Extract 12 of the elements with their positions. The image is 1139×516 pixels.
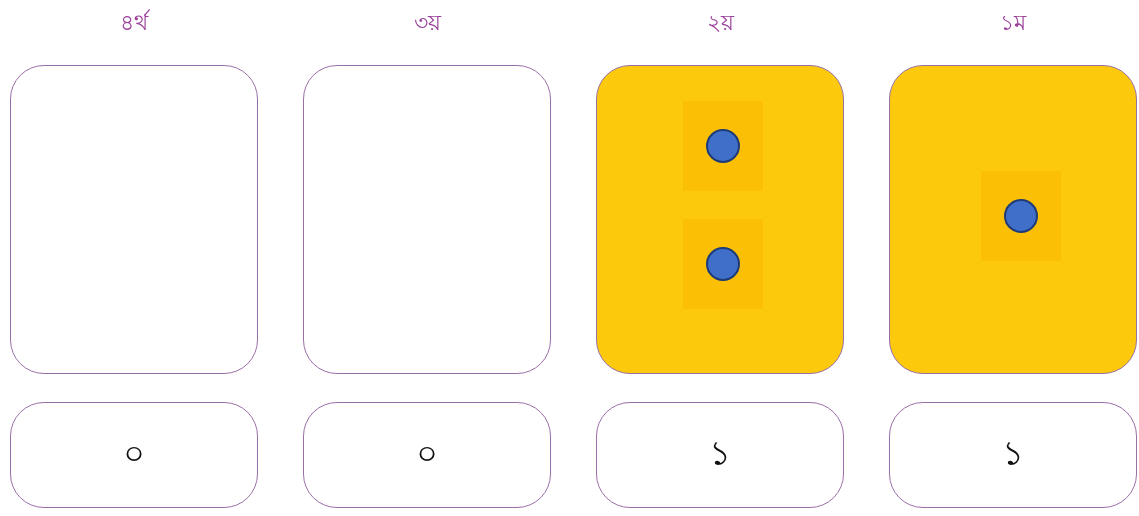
count-value: ০ xyxy=(416,431,438,475)
value-box xyxy=(889,402,1137,508)
count-value: ১ xyxy=(709,431,731,475)
count-value: ১ xyxy=(1002,431,1024,475)
value-box xyxy=(10,402,258,508)
column-heading: ২য় xyxy=(705,9,736,37)
count-value: ০ xyxy=(123,431,145,475)
value-box xyxy=(303,402,551,508)
column-heading: ৪র্থ xyxy=(119,8,151,37)
column-heading: ১ম xyxy=(999,9,1028,37)
value-box xyxy=(596,402,844,508)
column-heading: ৩য় xyxy=(412,9,443,37)
